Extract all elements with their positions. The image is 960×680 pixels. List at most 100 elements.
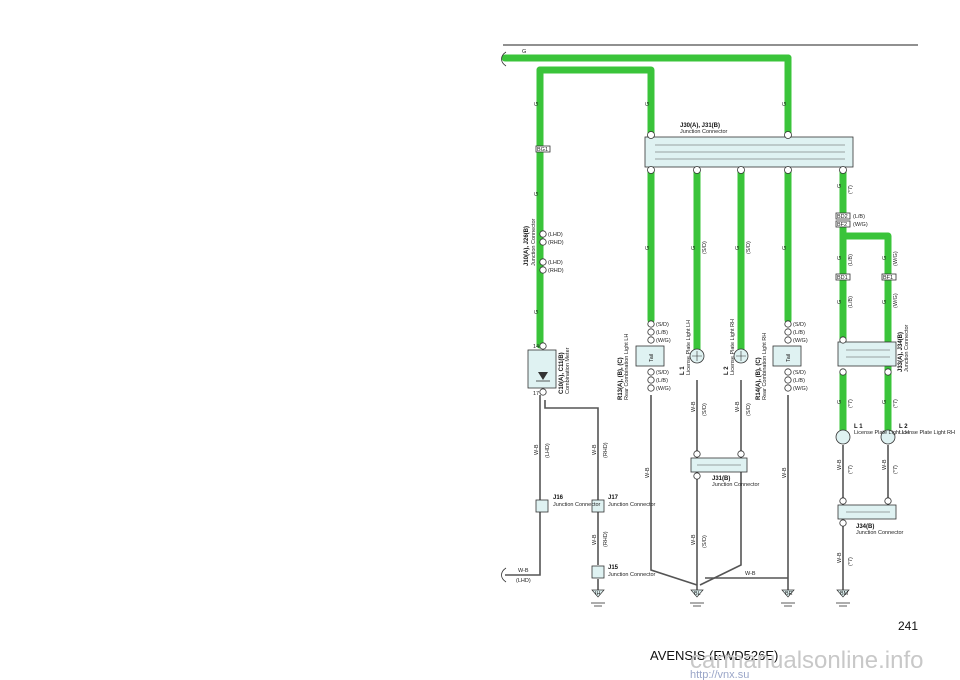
svg-text:(S/D): (S/D) bbox=[702, 403, 708, 416]
svg-text:(*7): (*7) bbox=[848, 185, 854, 194]
ground-wires bbox=[505, 380, 889, 590]
j30-junction bbox=[644, 131, 854, 174]
j30-label: J30(A), J31(B) bbox=[680, 123, 720, 129]
bg1-connector: BG1 bbox=[535, 145, 551, 153]
svg-text:W-B: W-B bbox=[691, 534, 697, 545]
svg-text:G: G bbox=[522, 49, 526, 55]
l2-label: L 2 bbox=[724, 366, 730, 375]
j34b-name: Junction Connector bbox=[856, 530, 904, 536]
svg-text:G: G bbox=[837, 400, 843, 404]
svg-text:(W/G): (W/G) bbox=[656, 338, 671, 344]
svg-text:(RHD): (RHD) bbox=[548, 268, 564, 274]
svg-text:G: G bbox=[782, 246, 788, 250]
svg-text:(LHD): (LHD) bbox=[545, 443, 551, 458]
svg-text:(L/B): (L/B) bbox=[793, 378, 805, 384]
svg-text:IH: IH bbox=[595, 591, 601, 597]
svg-text:Tail: Tail bbox=[786, 354, 792, 362]
j34b-label: J34(B) bbox=[856, 524, 874, 530]
ground-symbols: IH BL BR BM bbox=[591, 589, 850, 607]
svg-text:G: G bbox=[882, 400, 888, 404]
license-lights-right bbox=[835, 429, 896, 445]
j31b-junction bbox=[690, 450, 748, 480]
svg-text:BD1: BD1 bbox=[837, 275, 848, 281]
svg-text:W-B: W-B bbox=[691, 401, 697, 412]
svg-text:BD2: BD2 bbox=[837, 214, 848, 220]
svg-text:BL: BL bbox=[694, 591, 701, 597]
j16-name: Junction Connector bbox=[553, 502, 601, 508]
svg-text:G: G bbox=[782, 102, 788, 106]
r13-name: Rear Combination Light LH bbox=[624, 334, 630, 400]
combination-meter: 14 17 bbox=[527, 342, 557, 397]
svg-text:(W/G): (W/G) bbox=[656, 386, 671, 392]
svg-text:G: G bbox=[882, 300, 888, 304]
wire-color-labels: G G G G G G G G (S/D) G (S/D) G G (*7) G… bbox=[516, 49, 899, 584]
svg-text:G: G bbox=[645, 246, 651, 250]
svg-text:Tail: Tail bbox=[649, 354, 655, 362]
svg-text:(*7): (*7) bbox=[848, 465, 854, 474]
svg-text:G: G bbox=[691, 246, 697, 250]
svg-text:W-B: W-B bbox=[645, 467, 651, 478]
svg-text:(S/D): (S/D) bbox=[746, 241, 752, 254]
svg-text:(W/G): (W/G) bbox=[793, 338, 808, 344]
l1-label: L 1 bbox=[680, 366, 686, 375]
svg-text:G: G bbox=[837, 184, 843, 188]
svg-text:W-B: W-B bbox=[592, 534, 598, 545]
l1-name: License Plate Light LH bbox=[686, 320, 692, 375]
svg-text:(*7): (*7) bbox=[848, 557, 854, 566]
l1b-name: License Plate Light LH bbox=[854, 430, 909, 436]
j31b-name: Junction Connector bbox=[712, 482, 760, 488]
svg-text:(S/D): (S/D) bbox=[793, 370, 806, 376]
j10-pins: (LHD) (RHD) (LHD) (RHD) bbox=[539, 230, 564, 274]
r14-label: R14(A), (B), (C) bbox=[756, 357, 762, 400]
svg-text:(L/B): (L/B) bbox=[656, 378, 668, 384]
svg-text:G: G bbox=[534, 102, 540, 106]
l2b-name: License Plate Light RH bbox=[899, 430, 955, 436]
j33-junction bbox=[837, 336, 897, 376]
watermark: carmanualsonline.info bbox=[690, 647, 923, 674]
svg-text:(L/B): (L/B) bbox=[793, 330, 805, 336]
ground-ih: IH bbox=[591, 589, 605, 607]
svg-text:(S/D): (S/D) bbox=[793, 322, 806, 328]
svg-text:(W/G): (W/G) bbox=[893, 293, 899, 308]
j34b-junction bbox=[837, 497, 897, 527]
l2-name: License Plate Light RH bbox=[730, 319, 736, 375]
svg-text:(LHD): (LHD) bbox=[548, 232, 563, 238]
svg-text:BF1: BF1 bbox=[883, 275, 893, 281]
license-lights-center bbox=[689, 348, 749, 364]
svg-text:BG1: BG1 bbox=[537, 147, 548, 153]
j17-name: Junction Connector bbox=[608, 502, 656, 508]
svg-text:(*7): (*7) bbox=[893, 465, 899, 474]
j16-j17-j15 bbox=[535, 499, 605, 579]
svg-text:(S/D): (S/D) bbox=[702, 535, 708, 548]
l2b-label: L 2 bbox=[899, 424, 908, 430]
ground-bl: BL bbox=[690, 589, 704, 607]
svg-text:G: G bbox=[534, 310, 540, 314]
page-number: 241 bbox=[898, 619, 918, 633]
ground-bm: BM bbox=[836, 589, 850, 607]
svg-text:(W/G): (W/G) bbox=[793, 386, 808, 392]
j30-name: Junction Connector bbox=[680, 129, 728, 135]
svg-text:(L/B): (L/B) bbox=[853, 214, 865, 220]
j10-label: J10(A), J26(B) bbox=[524, 226, 530, 266]
svg-text:17: 17 bbox=[533, 391, 539, 397]
wire-break-symbol-bottom bbox=[501, 567, 507, 583]
svg-text:(*7): (*7) bbox=[893, 399, 899, 408]
l1b-label: L 1 bbox=[854, 424, 863, 430]
r14-name: Rear Combination Light RH bbox=[762, 333, 768, 400]
j15-label: J15 bbox=[608, 565, 619, 571]
r13-rear-light: Tail (S/D) (L/B) (W/G) (S/D) (L/B) (W/G) bbox=[635, 320, 671, 392]
svg-text:W-B: W-B bbox=[518, 568, 529, 574]
svg-text:W-B: W-B bbox=[534, 444, 540, 455]
svg-text:(L/B): (L/B) bbox=[656, 330, 668, 336]
svg-text:W-B: W-B bbox=[592, 444, 598, 455]
svg-text:W-B: W-B bbox=[735, 401, 741, 412]
svg-text:(L/B): (L/B) bbox=[848, 296, 854, 308]
svg-text:(W/G): (W/G) bbox=[853, 222, 868, 228]
wire-break-symbol bbox=[501, 51, 507, 67]
svg-text:G: G bbox=[534, 192, 540, 196]
svg-text:G: G bbox=[735, 246, 741, 250]
svg-text:G: G bbox=[645, 102, 651, 106]
meter-label: C10(A), C11(B) bbox=[559, 352, 565, 394]
j17-label: J17 bbox=[608, 495, 619, 501]
